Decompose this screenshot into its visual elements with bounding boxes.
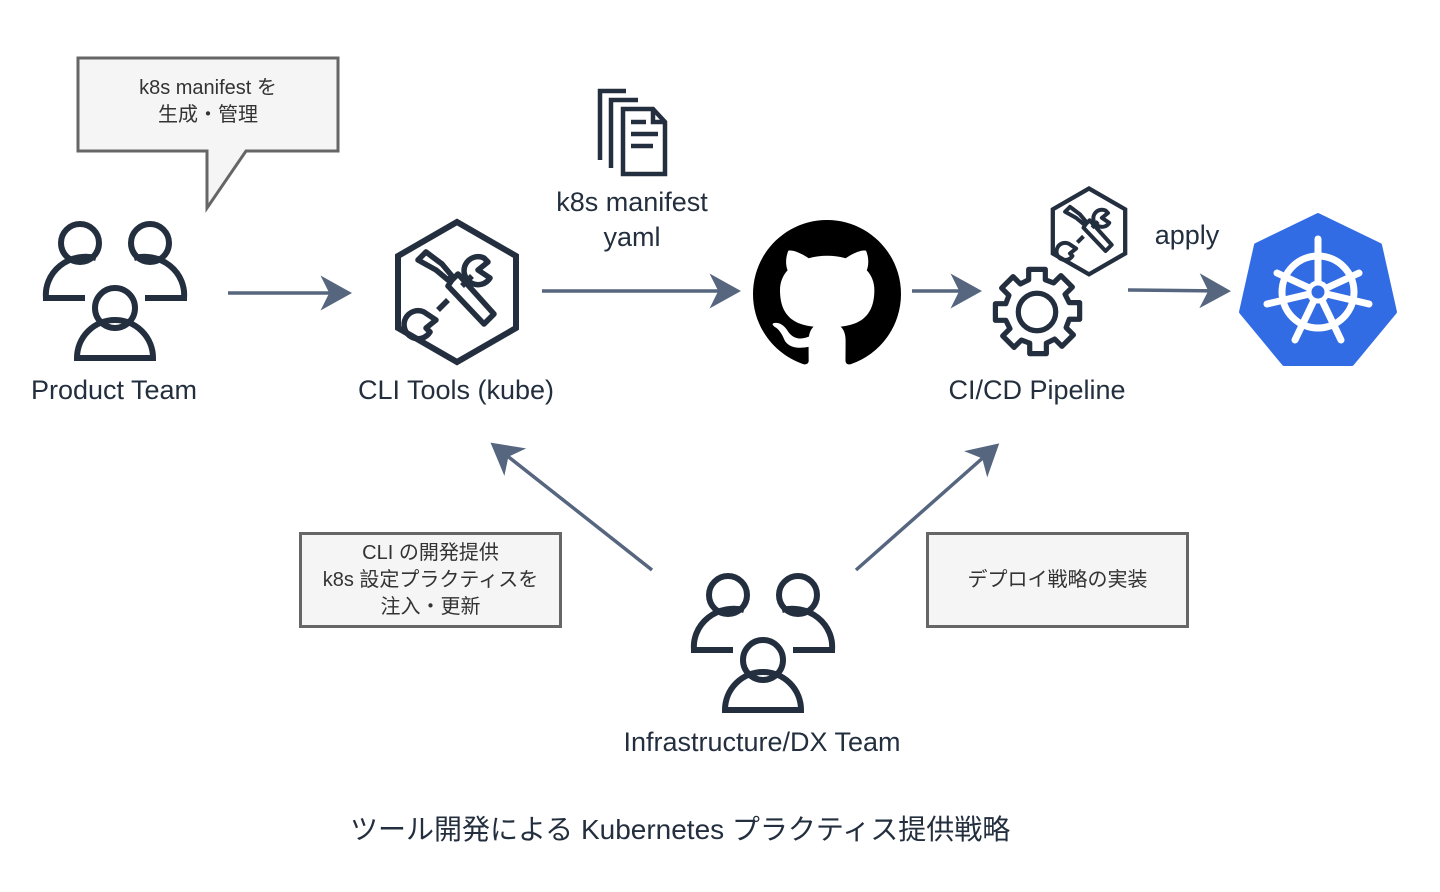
documents-icon — [597, 88, 668, 177]
kubernetes-helm-icon — [1239, 213, 1397, 366]
tools-hexagon-icon — [395, 218, 519, 366]
diagram-title: ツール開発による Kubernetes プラクティス提供戦略 — [350, 814, 1011, 845]
callout-line-2: 生成・管理 — [158, 104, 258, 126]
users-group-icon — [42, 221, 188, 361]
cli-tools-label: CLI Tools (kube) — [357, 375, 555, 405]
arrow-infra-to-cicd — [854, 443, 1000, 572]
deploy-note-line-1: デプロイ戦略の実装 — [967, 568, 1148, 591]
manifest-label-line2: yaml — [603, 222, 661, 252]
product-team-label: Product Team — [30, 375, 198, 405]
deploy-strategy-note: デプロイ戦略の実装 — [926, 532, 1189, 628]
arrow-cicd-to-kubernetes — [1127, 273, 1231, 309]
gear-icon — [992, 266, 1083, 357]
callout-bubble — [76, 56, 340, 213]
cli-practices-note: CLI の開発提供 k8s 設定プラクティスを 注入・更新 — [299, 532, 562, 628]
users-group-icon-infra — [690, 573, 836, 713]
github-octocat-icon — [753, 220, 901, 365]
callout-line-1: k8s manifest を — [139, 77, 277, 99]
manifest-label-line1: k8s manifest — [556, 187, 708, 217]
callout-text: k8s manifest を 生成・管理 — [80, 75, 336, 129]
cicd-label: CI/CD Pipeline — [948, 375, 1126, 405]
cli-note-line-1: CLI の開発提供 — [362, 541, 499, 564]
apply-edge-label: apply — [1154, 220, 1220, 250]
infra-team-label: Infrastructure/DX Team — [623, 727, 901, 757]
arrow-infra-to-cli — [490, 442, 654, 572]
cli-note-line-2: k8s 設定プラクティスを — [322, 568, 539, 591]
tools-hexagon-badge-icon — [1050, 185, 1128, 277]
cli-note-line-3: 注入・更新 — [380, 595, 481, 618]
